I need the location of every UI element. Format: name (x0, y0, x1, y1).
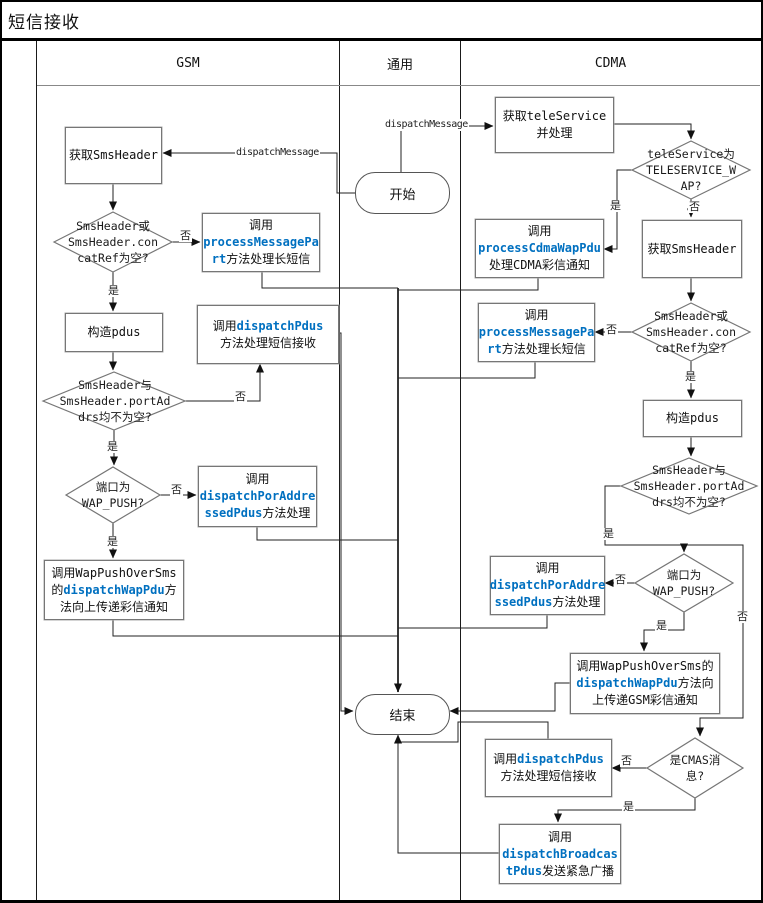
edge-label-no-cdma-tele: 否 (688, 200, 701, 213)
edge-dpa-to-trunk (256, 525, 398, 541)
edge-label-yes-cdma-port: 是 (602, 527, 615, 540)
edge-label-no-cdma-concat: 否 (605, 323, 618, 336)
edge-pmp-to-trunk (261, 270, 398, 289)
edge-label-yes-cmas: 是 (622, 800, 635, 813)
edge-cdma-dispatchpdus-to-end (398, 721, 549, 743)
page-title: 短信接收 (8, 13, 80, 33)
gsm-build-pdus-box: 构造pdus (65, 313, 163, 352)
edge-dispatchpdus-to-end (337, 332, 354, 715)
cdma-port-diamond (619, 457, 759, 515)
cdma-concat-decision-text: SmsHeader或 SmsHeader.con catRef为空? (645, 309, 736, 355)
gsm-dispatch-por-addressed-box: 调用 dispatchPorAddre ssedPdus方法处理 (198, 466, 317, 527)
cdma-port-decision-text: SmsHeader与 SmsHeader.portAd drs均不为空? (633, 463, 745, 509)
cdma-process-message-part-box: 调用 processMessagePa rt方法处理长短信 (478, 303, 595, 362)
edge-label-yes-cdma-tele: 是 (609, 199, 622, 212)
title-bar: 短信接收 (2, 2, 761, 41)
gsm-wap-push-over-sms-box: 调用WapPushOverSms 的dispatchWapPdu方 法向上传递彩… (44, 560, 184, 620)
edge-cdma-wpos-to-end (449, 682, 570, 715)
edge-pcwp-to-trunk (398, 276, 539, 291)
gsm-port-diamond (41, 371, 187, 431)
header-separator (37, 85, 760, 86)
edge-label-yes-gsm-wap: 是 (106, 535, 119, 548)
edge-label-yes-gsm-concat: 是 (107, 284, 120, 297)
edge-label-no-gsm-wap: 否 (170, 483, 183, 496)
edge-start-to-cdma (400, 122, 494, 172)
cdma-dispatch-por-addressed-box: 调用 dispatchPorAddre ssedPdus方法处理 (490, 556, 605, 615)
cdma-get-smsheader-box: 获取SmsHeader (642, 220, 742, 278)
gsm-concat-diamond (52, 211, 174, 273)
edge-label-no-cmas: 否 (620, 754, 633, 767)
edge-label-yes-cdma-concat: 是 (684, 370, 697, 383)
cdma-process-cdma-wap-box: 调用 processCdmaWapPdu 处理CDMA彩信通知 (475, 219, 604, 278)
gsm-concat-decision-text: SmsHeader或 SmsHeader.con catRef为空? (67, 219, 158, 265)
edge-label-no-gsm-port: 否 (234, 390, 247, 403)
edge-cdma-port-no-to-cmas (604, 485, 744, 737)
edge-start-to-gsm-getsmsheader (162, 149, 355, 194)
cdma-dispatch-broadcast-box: 调用 dispatchBroadcas tPdus发送紧急广播 (499, 824, 621, 884)
start-node: 开始 (355, 172, 450, 214)
edge-label-dispatchmessage-gsm: dispatchMessage (235, 147, 320, 159)
edge-label-no-cdma-wap: 否 (614, 573, 627, 586)
cdma-wap-push-over-sms-box: 调用WapPushOverSms的 dispatchWapPdu方法向 上传递G… (570, 653, 720, 714)
edge-teleservice-to-teledecision (612, 123, 695, 140)
edge-port-no (185, 363, 264, 402)
cdma-dispatch-pdus-box: 调用dispatchPdus 方法处理短信接收 (485, 739, 612, 797)
gsm-wap-decision-text: 端口为 WAP_PUSH? (81, 480, 145, 510)
lane-border-gsm-common (339, 41, 340, 901)
lane-border-common-cdma (460, 41, 461, 901)
lane-header-gsm: GSM (176, 55, 200, 71)
gsm-dispatch-pdus-box: 调用dispatchPdus 方法处理短信接收 (197, 305, 339, 364)
cdma-tele-diamond (630, 140, 752, 200)
edge-label-yes-cdma-wap: 是 (655, 619, 668, 632)
gsm-get-smsheader-box: 获取SmsHeader (65, 127, 162, 184)
cdma-wap-diamond (633, 553, 735, 613)
edge-cdma-pmp-to-trunk (398, 360, 536, 379)
edge-label-yes-gsm-port: 是 (106, 440, 119, 453)
edge-wpos-to-trunk (112, 618, 398, 637)
lane-header-cdma: CDMA (594, 55, 627, 71)
cdma-get-teleservice-box: 获取teleService 并处理 (495, 97, 614, 153)
cdma-wap-decision-text: 端口为 WAP_PUSH? (652, 568, 716, 598)
lane-header-common: 通用 (386, 57, 413, 73)
cdma-concat-diamond (630, 302, 752, 362)
cdma-cmas-decision-text: 是CMAS消 息? (669, 753, 721, 783)
edge-label-dispatchmessage-cdma: dispatchMessage (384, 119, 469, 131)
edge-label-no-gsm-concat: 否 (179, 229, 192, 242)
edge-cdma-dpa-to-trunk (398, 613, 548, 629)
edge-broadcast-to-end (394, 734, 499, 854)
gsm-wap-diamond (64, 466, 162, 524)
cdma-cmas-diamond (645, 737, 745, 799)
cdma-tele-decision-text: teleService为 TELESERVICE_W AP? (645, 147, 736, 193)
gsm-process-message-part-box: 调用 processMessagePa rt方法处理长短信 (202, 213, 320, 272)
gsm-port-decision-text: SmsHeader与 SmsHeader.portAd drs均不为空? (59, 378, 171, 424)
cdma-build-pdus-box: 构造pdus (643, 400, 742, 437)
edge-label-no-cdma-port: 否 (736, 610, 749, 623)
end-node: 结束 (355, 694, 450, 735)
left-column-border (36, 41, 37, 901)
